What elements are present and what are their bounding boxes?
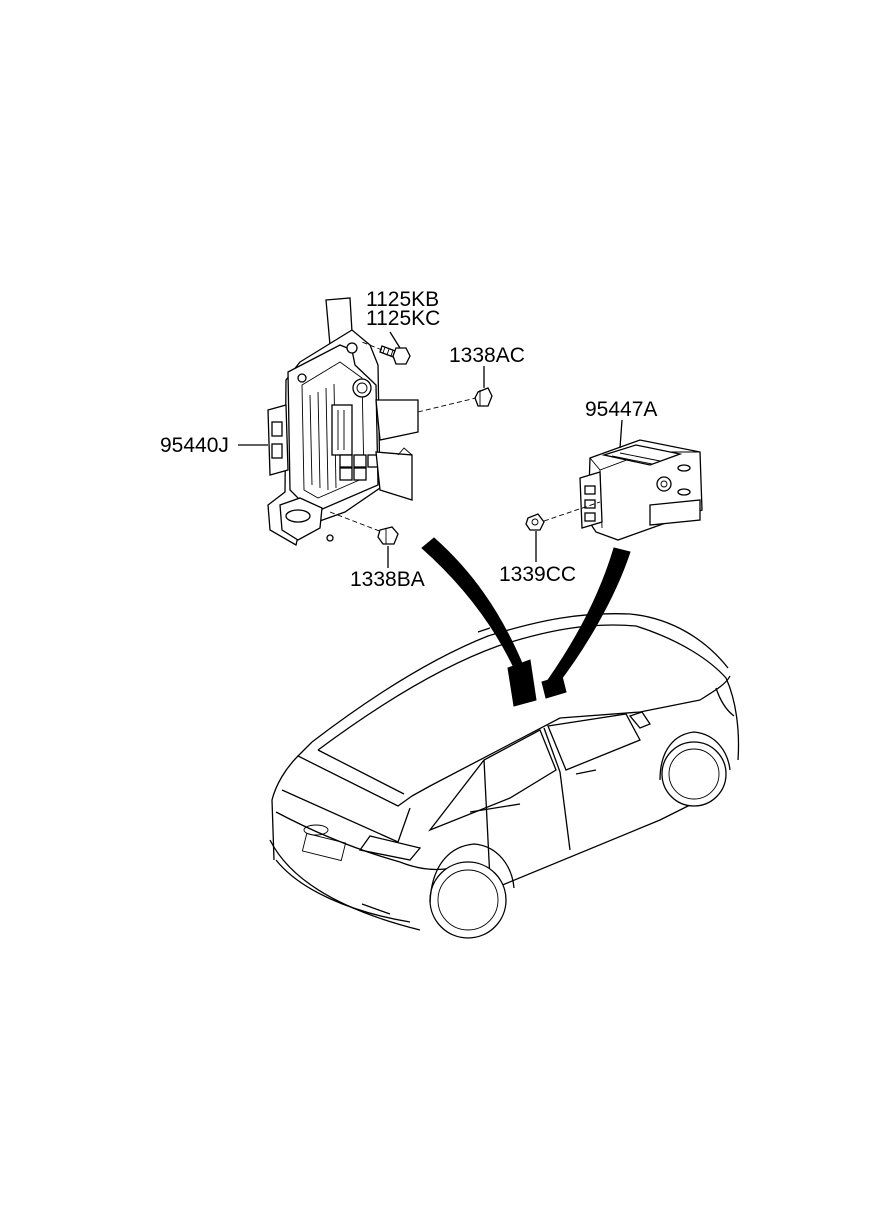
module-95447a bbox=[579, 439, 703, 541]
leader-lines bbox=[238, 331, 623, 568]
nut-1338ac-icon bbox=[474, 387, 493, 407]
label-1339cc: 1339CC bbox=[499, 563, 576, 586]
nut-1338ba-icon bbox=[377, 526, 399, 545]
bolt-1125kb-icon bbox=[379, 345, 411, 365]
label-1125kb: 1125KB bbox=[366, 288, 439, 311]
label-1338ba: 1338BA bbox=[350, 568, 425, 591]
suv-vehicle bbox=[269, 613, 740, 939]
tcu-module-95440j bbox=[267, 297, 419, 546]
label-95440j: 95440J bbox=[160, 434, 229, 457]
nut-1339cc-icon bbox=[525, 513, 545, 531]
label-1338ac: 1338AC bbox=[449, 344, 525, 367]
label-1125kc: 1125KC bbox=[366, 307, 440, 330]
label-95447a: 95447A bbox=[585, 398, 657, 421]
